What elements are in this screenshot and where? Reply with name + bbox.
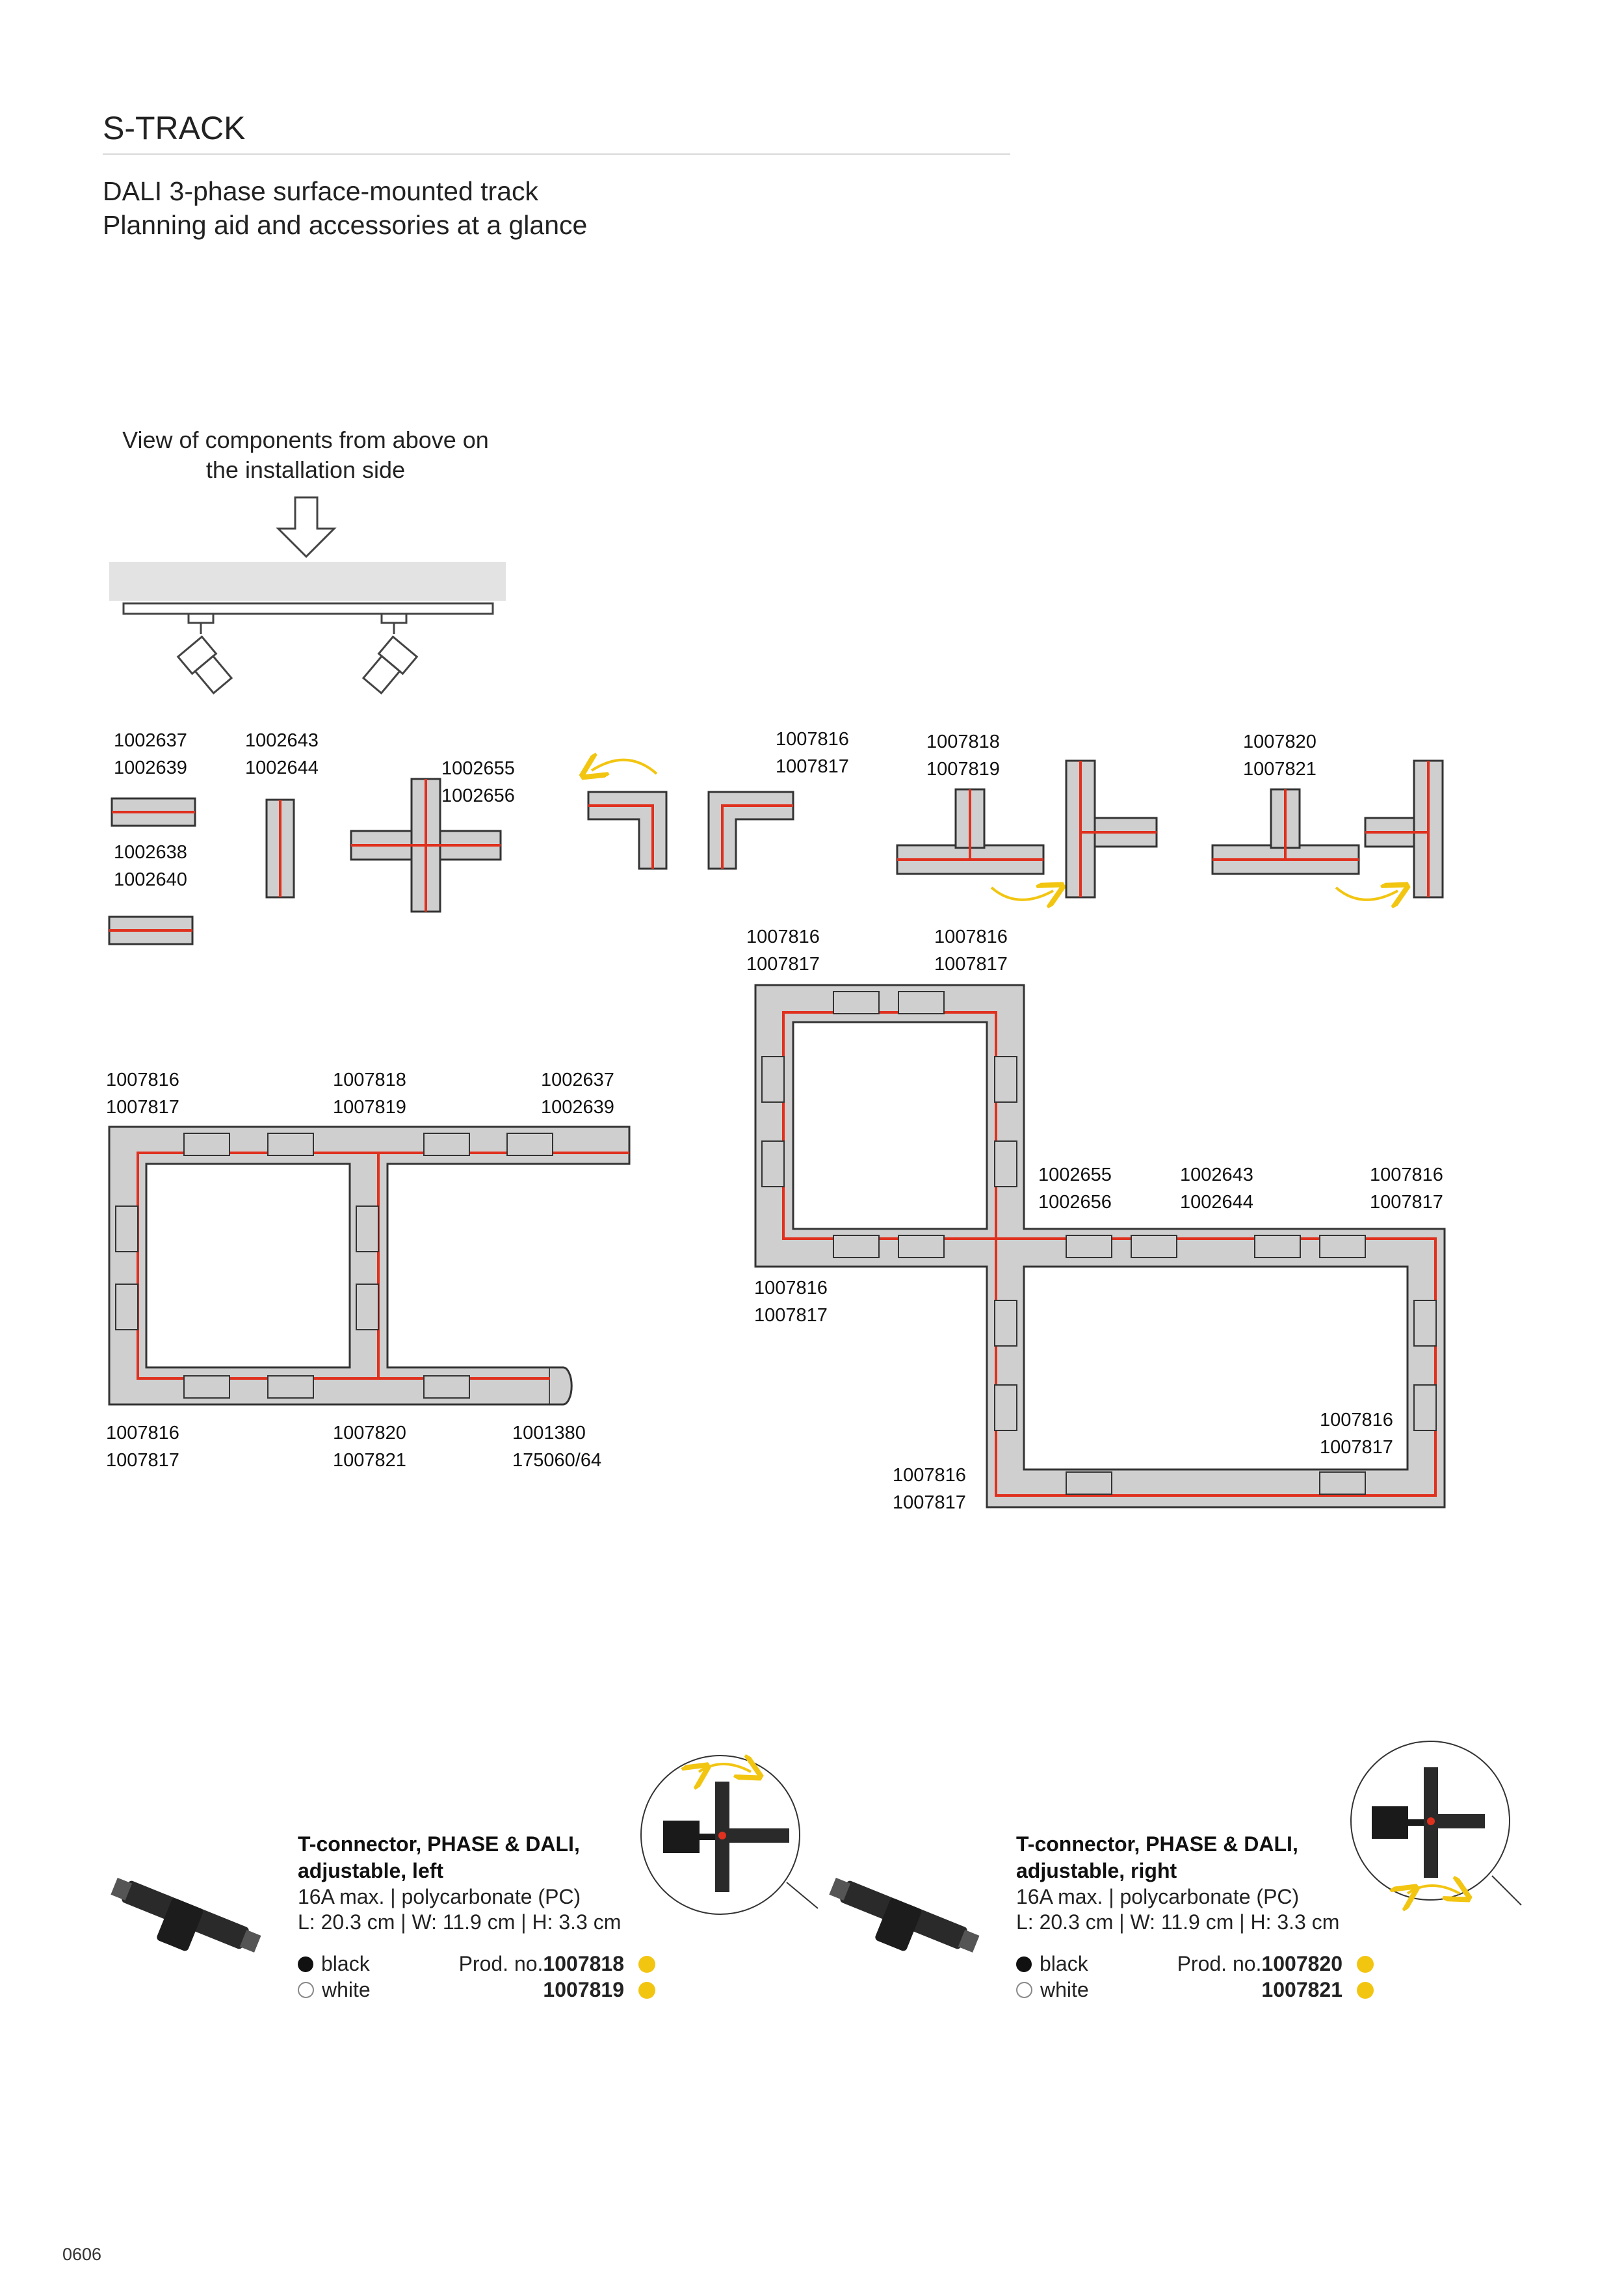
component-l-connector-a: [587, 791, 668, 870]
product-spec-1: 16A max. | polycarbonate (PC): [1016, 1885, 1300, 1908]
black-dot-icon: [298, 1956, 313, 1972]
left-layout: [108, 1126, 631, 1406]
component-l-connector-b: [707, 791, 794, 870]
ceiling-illustration: [109, 496, 506, 695]
component-x-connector: [350, 778, 502, 913]
component-t-connector-left-a: [896, 788, 1045, 875]
black-dot-icon: [1016, 1956, 1032, 1972]
part-number-label: 1002643 1002644: [245, 730, 319, 778]
part-number-label: 1007816 1007817: [754, 1278, 828, 1326]
part-number-label: 1007816 1007817: [106, 1423, 179, 1471]
subtitle-line-1: DALI 3-phase surface-mounted track: [103, 176, 538, 206]
rotate-arrow-icon: [990, 888, 1053, 900]
t-connector-left-photo: [111, 1877, 261, 1953]
part-number-label: 1002637 1002639: [114, 730, 187, 778]
part-number-label: 1007820 1007821: [1243, 731, 1316, 780]
color-option-black: black Prod. no.1007818: [298, 1951, 655, 1977]
color-option-white: white 1007819: [298, 1977, 655, 2003]
part-number-label: 1002655 1002656: [441, 758, 515, 806]
product-title-line-2: adjustable, left: [298, 1859, 444, 1882]
page-number: 0606: [62, 2245, 102, 2264]
page-subtitle: DALI 3-phase surface-mounted track Plann…: [103, 174, 587, 242]
part-number-label: 1007816 1007817: [776, 729, 849, 777]
right-layout: [754, 984, 1446, 1508]
part-number-label: 1007816 1007817: [893, 1465, 966, 1513]
color-option-black: black Prod. no.1007820: [1016, 1951, 1374, 1977]
product-title-line-2: adjustable, right: [1016, 1859, 1177, 1882]
product-spec-2: L: 20.3 cm | W: 11.9 cm | H: 3.3 cm: [298, 1910, 622, 1934]
part-number-label: 1007816 1007817: [1320, 1410, 1393, 1458]
part-number-label: 1007816 1007817: [746, 927, 820, 975]
title-divider: [103, 153, 1010, 155]
white-dot-icon: [298, 1982, 314, 1998]
component-straight-feed-a: [111, 797, 196, 827]
product-card-left: T-connector, PHASE & DALI, adjustable, l…: [298, 1831, 662, 2003]
view-note: View of components from above on the ins…: [122, 427, 489, 483]
product-spec-1: 16A max. | polycarbonate (PC): [298, 1885, 581, 1908]
part-number-label: 1002643 1002644: [1180, 1165, 1253, 1213]
product-title-line-1: T-connector, PHASE & DALI,: [1016, 1832, 1298, 1856]
part-number-label: 1007818 1007819: [333, 1070, 406, 1118]
product-number: 1007821: [1261, 1978, 1342, 2001]
product-number: 1007820: [1261, 1952, 1342, 1975]
product-title-line-1: T-connector, PHASE & DALI,: [298, 1832, 580, 1856]
product-spec-2: L: 20.3 cm | W: 11.9 cm | H: 3.3 cm: [1016, 1910, 1340, 1934]
component-t-connector-right-b: [1364, 759, 1444, 899]
product-number: 1007819: [543, 1978, 624, 2001]
part-number-label: 1007818 1007819: [926, 731, 1000, 780]
component-straight-feed-b: [108, 916, 194, 945]
t-connector-left-detail-circle: [640, 1756, 819, 1915]
availability-dot-icon: [638, 1982, 655, 1999]
part-number-label: 1007820 1007821: [333, 1423, 406, 1471]
t-connector-right-detail-circle: [1350, 1741, 1522, 1905]
part-number-label: 1001380 175060/64: [512, 1423, 602, 1471]
part-number-label: 1007816 1007817: [1370, 1165, 1443, 1213]
part-number-label: 1007816 1007817: [934, 927, 1008, 975]
part-number-label: 1002638 1002640: [114, 842, 187, 890]
rotate-arrow-icon: [1335, 888, 1398, 900]
part-number-label: 1007816 1007817: [106, 1070, 179, 1118]
color-option-white: white 1007821: [1016, 1977, 1374, 2003]
component-t-connector-right-a: [1211, 788, 1360, 875]
product-number: 1007818: [543, 1952, 624, 1975]
t-connector-right-photo: [829, 1877, 980, 1953]
product-card-right: T-connector, PHASE & DALI, adjustable, r…: [1016, 1831, 1380, 2003]
availability-dot-icon: [1357, 1982, 1374, 1999]
rotate-arrow-icon: [592, 760, 658, 774]
part-number-label: 1002637 1002639: [541, 1070, 614, 1118]
component-straight-connector: [265, 798, 295, 899]
part-number-label: 1002655 1002656: [1038, 1165, 1112, 1213]
component-t-connector-left-b: [1065, 759, 1158, 899]
availability-dot-icon: [1357, 1956, 1374, 1973]
page-title: S-TRACK: [103, 110, 246, 146]
availability-dot-icon: [638, 1956, 655, 1973]
white-dot-icon: [1016, 1982, 1032, 1998]
subtitle-line-2: Planning aid and accessories at a glance: [103, 210, 588, 240]
